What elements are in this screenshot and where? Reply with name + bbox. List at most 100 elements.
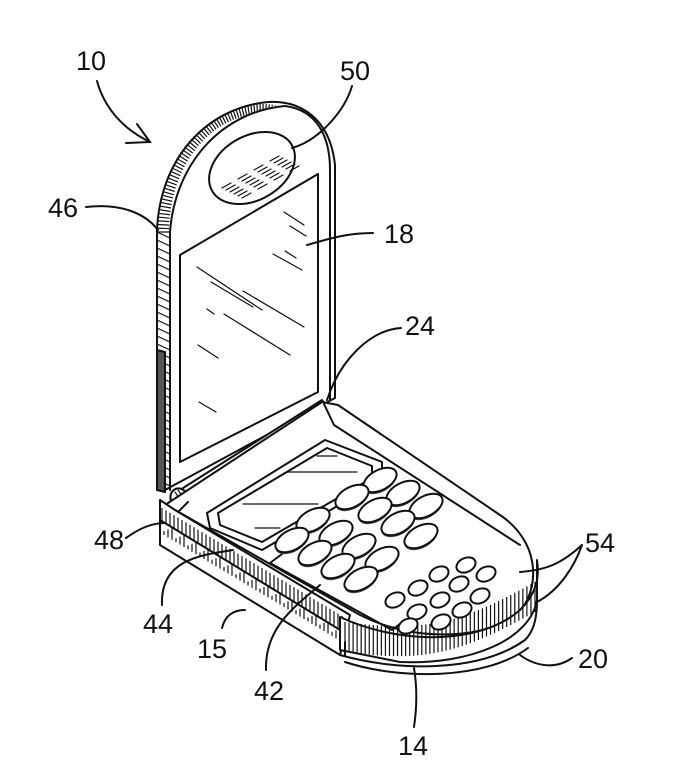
small-key — [475, 565, 497, 583]
hatch-line — [157, 327, 171, 335]
hatch-line — [194, 133, 204, 142]
hatch-line — [179, 151, 190, 159]
label-54: 54 — [585, 528, 615, 558]
hatch-line — [164, 183, 176, 189]
label-50: 50 — [340, 56, 370, 86]
hatch-line — [223, 112, 229, 123]
hatch-line — [157, 335, 171, 343]
speaker-slots — [221, 155, 300, 199]
speaker-slot — [237, 190, 248, 197]
speaker-slot — [241, 192, 252, 199]
hatch-line — [157, 263, 171, 271]
hatch-line — [250, 104, 253, 115]
hatch-line — [220, 113, 227, 124]
key — [320, 552, 356, 580]
hatch-line — [189, 137, 199, 147]
hatch-line — [201, 126, 210, 136]
label-18: 18 — [384, 219, 414, 249]
hatch-line — [207, 122, 215, 132]
hatch-line — [172, 163, 184, 171]
hatch-line — [177, 154, 188, 162]
speaker-grille — [208, 130, 296, 206]
hatch-line — [204, 124, 212, 134]
hatch-line — [212, 118, 219, 129]
speaker-slot — [229, 186, 240, 193]
hatch-line — [160, 198, 173, 202]
hatch-line — [159, 205, 172, 209]
speaker-slot — [257, 183, 268, 190]
hatch-line — [159, 201, 172, 206]
small-key — [455, 556, 477, 574]
hatch-line — [157, 311, 171, 319]
hatch-line — [199, 128, 208, 138]
speaker-slot — [261, 168, 272, 175]
hatch-line — [157, 287, 171, 295]
key — [380, 509, 416, 537]
speaker-slot — [245, 177, 256, 184]
hatch-line — [217, 115, 224, 125]
speaker-slot — [285, 163, 296, 170]
hatch-line — [196, 130, 206, 140]
hatch-line — [157, 319, 171, 327]
hatch-line — [244, 105, 248, 116]
hatch-line — [158, 212, 171, 216]
hatch-line — [157, 220, 170, 223]
label-14: 14 — [398, 731, 428, 761]
speaker-slot — [265, 170, 276, 177]
key — [297, 539, 333, 567]
small-key — [406, 603, 428, 621]
key — [334, 483, 370, 511]
small-key — [407, 579, 429, 597]
speaker-slot — [269, 172, 280, 179]
label-15: 15 — [197, 634, 227, 664]
hatch-line — [235, 107, 240, 118]
hatch-line — [157, 343, 171, 351]
hatch-line — [157, 247, 171, 255]
hatch-line — [157, 216, 170, 219]
hatch-line — [162, 190, 174, 196]
hatch-line — [247, 105, 251, 116]
label-46: 46 — [48, 193, 78, 223]
base — [159, 401, 539, 676]
small-key — [384, 591, 406, 609]
reference-labels: 10 50 46 18 24 48 44 15 42 54 20 14 — [48, 46, 615, 761]
hatch-line — [161, 194, 174, 199]
hatch-line — [192, 135, 201, 144]
speaker-slot — [221, 182, 232, 189]
speaker-slot — [233, 188, 244, 195]
hatch-line — [157, 279, 171, 287]
hatch-line — [158, 209, 171, 212]
speaker-slot — [225, 184, 236, 191]
hatch-line — [232, 108, 237, 119]
flip-lid — [156, 100, 336, 493]
hatch-line — [157, 295, 171, 303]
speaker-slot — [253, 164, 264, 171]
hatch-line — [166, 177, 179, 183]
hatch-line — [157, 239, 171, 247]
small-key — [430, 613, 452, 631]
hatch-line — [238, 107, 242, 118]
hatch-line — [253, 104, 256, 115]
hatch-line — [187, 140, 197, 149]
speaker-slot — [269, 155, 280, 162]
main-display — [179, 173, 319, 463]
key — [403, 522, 439, 550]
hatch-line — [165, 180, 177, 186]
leader-lines — [85, 80, 583, 728]
hatch-line — [229, 109, 235, 120]
hatch-line — [169, 170, 181, 177]
speaker-slot — [257, 166, 268, 173]
keypad — [274, 466, 497, 635]
speaker-slot — [281, 161, 292, 168]
label-42: 42 — [254, 676, 284, 706]
secondary-display-glare — [242, 455, 358, 529]
hatch-line — [241, 106, 245, 117]
speaker-slot — [241, 175, 252, 182]
small-key — [428, 565, 450, 583]
hatch-line — [181, 148, 192, 157]
label-44: 44 — [143, 609, 173, 639]
speaker-slot — [289, 165, 300, 172]
hatch-line — [168, 173, 180, 180]
hatch-line — [170, 167, 182, 174]
